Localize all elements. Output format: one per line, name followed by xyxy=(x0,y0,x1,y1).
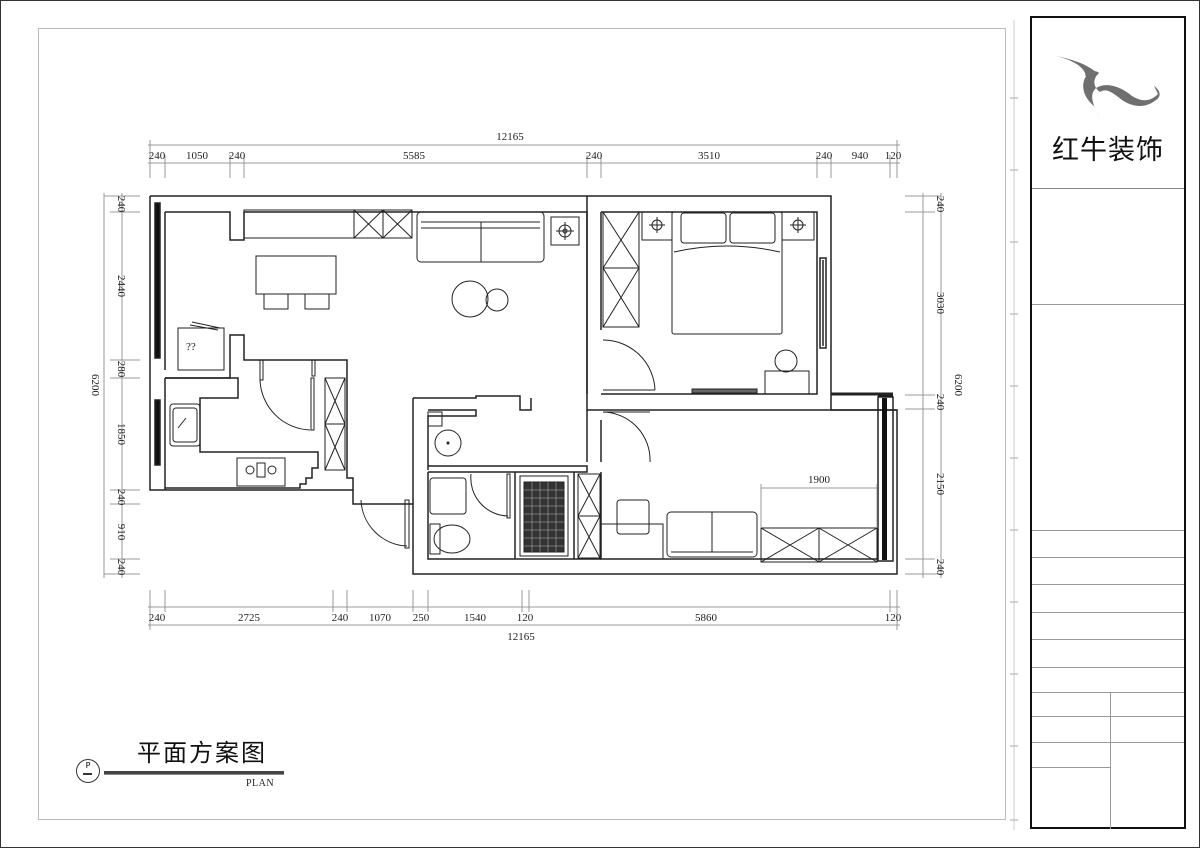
company-name: 红牛装饰 xyxy=(1052,135,1164,166)
svg-text:910: 910 xyxy=(115,524,127,541)
svg-text:6200: 6200 xyxy=(952,374,964,397)
svg-text:120: 120 xyxy=(885,150,902,162)
svg-text:240: 240 xyxy=(149,150,166,162)
title-block-row xyxy=(1032,639,1184,668)
svg-text:240: 240 xyxy=(934,559,946,576)
svg-text:2725: 2725 xyxy=(238,612,261,624)
scale-ticks xyxy=(1010,20,1018,830)
svg-text:240: 240 xyxy=(115,196,127,213)
svg-text:240: 240 xyxy=(332,612,349,624)
title-block: 红牛装饰 xyxy=(1030,16,1186,829)
toilet-icon xyxy=(429,523,471,555)
svg-text:5860: 5860 xyxy=(695,612,718,624)
wardrobe-study xyxy=(577,473,601,559)
title-block-row xyxy=(1032,742,1110,768)
bottom-dimension-chain xyxy=(148,590,900,630)
svg-text:280: 280 xyxy=(115,361,127,378)
kitchen-door xyxy=(259,359,316,431)
plan-symbol-letter: P xyxy=(85,761,91,770)
bull-horn-logo-icon xyxy=(1056,56,1160,118)
svg-text:120: 120 xyxy=(885,612,902,624)
logo-cell: 红牛装饰 xyxy=(1032,18,1184,189)
appliance-unit: ?? xyxy=(177,321,225,371)
svg-text:240: 240 xyxy=(586,150,603,162)
right-dimension-labels: 240 3030 240 2150 240 6200 xyxy=(934,196,964,576)
svg-text:1540: 1540 xyxy=(464,612,487,624)
svg-text:1850: 1850 xyxy=(115,423,127,446)
svg-text:2150: 2150 xyxy=(934,473,946,496)
nightstand-right xyxy=(781,211,815,241)
svg-text:240: 240 xyxy=(934,394,946,411)
entry-door xyxy=(360,499,410,549)
desk-chair-bedroom xyxy=(691,349,810,395)
svg-text:120: 120 xyxy=(517,612,534,624)
svg-text:3030: 3030 xyxy=(934,292,946,315)
svg-text:240: 240 xyxy=(934,196,946,213)
drawing-subtitle: PLAN xyxy=(246,778,275,789)
svg-text:1900: 1900 xyxy=(808,474,831,486)
wardrobe-bedroom xyxy=(602,211,640,328)
kitchen-cabinet-top xyxy=(243,209,413,239)
shower-enclosure xyxy=(429,477,467,515)
desk-chair-study xyxy=(600,499,664,560)
title-block-row xyxy=(1032,612,1184,640)
title-block-row xyxy=(1032,188,1184,305)
top-dimension-chain xyxy=(148,140,900,178)
double-bed xyxy=(671,211,783,335)
svg-text:3510: 3510 xyxy=(698,150,721,162)
floor-lamp-icon xyxy=(550,216,580,246)
svg-text:12165: 12165 xyxy=(496,131,524,143)
svg-text:250: 250 xyxy=(413,612,430,624)
floor-plan: 12165 240 1050 240 5585 240 3510 240 940… xyxy=(89,131,964,643)
svg-text:240: 240 xyxy=(816,150,833,162)
title-block-row xyxy=(1032,557,1184,585)
bedroom-door xyxy=(602,339,656,391)
wash-basin xyxy=(427,411,462,457)
title-underline xyxy=(104,771,284,775)
svg-text:240: 240 xyxy=(115,559,127,576)
svg-text:240: 240 xyxy=(149,612,166,624)
title-block-row xyxy=(1032,530,1184,558)
bathroom-door xyxy=(470,473,511,519)
sofa-study xyxy=(666,511,758,558)
title-block-row xyxy=(1032,584,1184,613)
title-block-row xyxy=(1032,304,1184,531)
title-block-row xyxy=(1032,692,1184,717)
gas-stove xyxy=(236,457,286,487)
svg-text:2440: 2440 xyxy=(115,275,127,298)
study-door xyxy=(602,411,651,463)
title-block-row xyxy=(1032,667,1184,693)
svg-text:1070: 1070 xyxy=(369,612,392,624)
left-dimension-chain xyxy=(103,193,140,578)
svg-text:5585: 5585 xyxy=(403,150,426,162)
shower-tray xyxy=(519,475,569,557)
kitchen-sink xyxy=(169,403,201,447)
svg-text:??: ?? xyxy=(186,341,196,353)
svg-text:1050: 1050 xyxy=(186,150,209,162)
svg-text:6200: 6200 xyxy=(89,374,101,397)
cabinet-1900: 1900 xyxy=(760,474,878,563)
svg-text:240: 240 xyxy=(229,150,246,162)
title-block-divider xyxy=(1110,692,1111,829)
bottom-dimension-labels: 240 2725 240 1070 250 1540 120 5860 120 … xyxy=(149,612,902,643)
drawing-sheet-border xyxy=(38,28,1006,820)
drawing-title: 平面方案图 xyxy=(137,739,267,767)
walls xyxy=(149,195,898,575)
top-dimension-labels: 12165 240 1050 240 5585 240 3510 240 940… xyxy=(149,131,902,162)
plan-symbol-bar xyxy=(83,773,92,775)
left-dimension-labels: 240 2440 280 1850 240 910 240 6200 xyxy=(89,196,127,576)
dining-table xyxy=(255,255,337,310)
right-dimension-chain xyxy=(905,193,942,578)
wardrobe-kitchen xyxy=(324,377,346,471)
sofa-living xyxy=(416,211,545,263)
coffee-tables xyxy=(451,280,509,318)
svg-text:240: 240 xyxy=(115,489,127,506)
nightstand-left xyxy=(641,211,673,241)
svg-text:12165: 12165 xyxy=(507,631,535,643)
svg-text:940: 940 xyxy=(852,150,869,162)
title-block-row xyxy=(1032,716,1184,743)
plan-symbol: P xyxy=(76,759,100,783)
